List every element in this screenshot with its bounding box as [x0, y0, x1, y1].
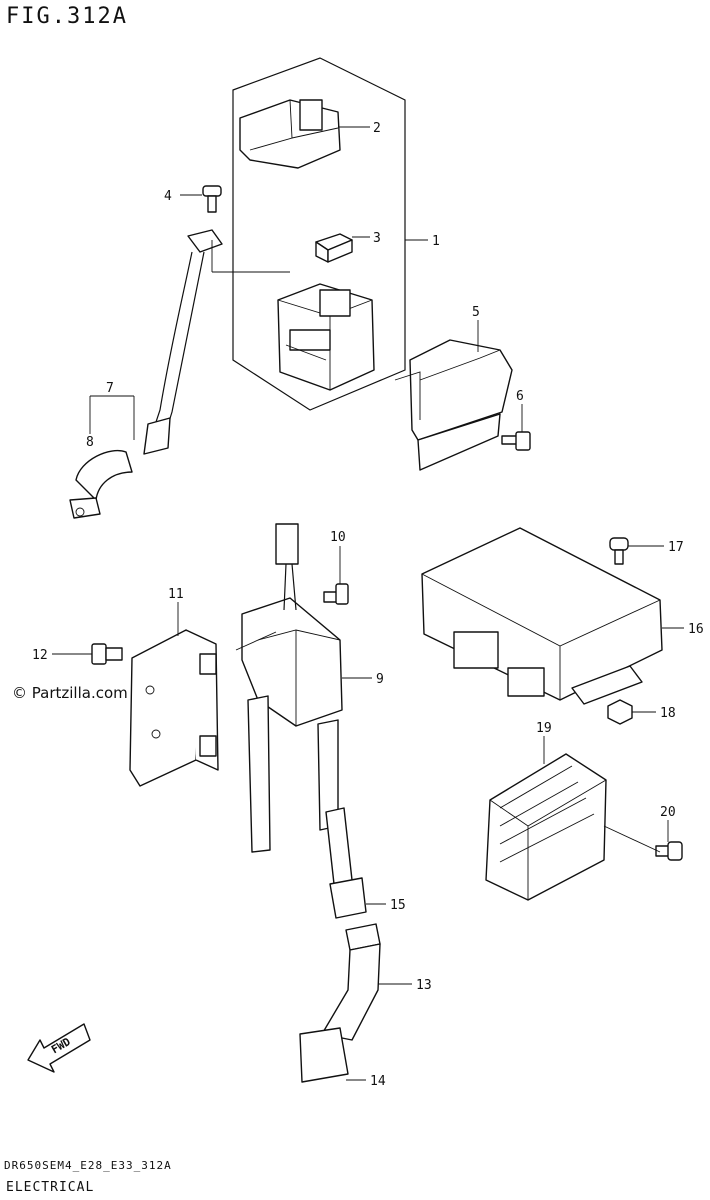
- part-regulator-rectifier: [485, 753, 607, 901]
- leader-lines: [52, 126, 684, 1081]
- callout-9: 9: [376, 672, 384, 687]
- part-bolt-10: [323, 583, 349, 605]
- part-ignition-coil: [241, 523, 353, 885]
- part-relay-cover: [239, 99, 341, 169]
- fwd-arrow: FWD: [27, 1023, 91, 1073]
- part-starter-relay: [277, 283, 375, 391]
- part-plug-cap: [299, 877, 381, 1083]
- callout-labels: 1 2 3 4 5 6 7 8 9 10 11 12 13 14 15 16 1…: [32, 121, 704, 1089]
- assembly-group-outline: [232, 57, 406, 411]
- callout-4: 4: [164, 189, 172, 204]
- callout-17: 17: [668, 540, 684, 555]
- part-bolt-12: [91, 643, 123, 665]
- callout-18: 18: [660, 706, 676, 721]
- watermark: © Partzilla.com: [12, 684, 128, 702]
- callout-14: 14: [370, 1074, 386, 1089]
- part-coil-bracket: [129, 629, 219, 787]
- callout-6: 6: [516, 389, 524, 404]
- part-nut-18: [607, 699, 633, 725]
- figure-title: FIG.312A: [6, 4, 128, 29]
- callout-16: 16: [688, 622, 704, 637]
- callout-12: 12: [32, 648, 48, 663]
- callout-13: 13: [416, 978, 432, 993]
- callout-5: 5: [472, 305, 480, 320]
- callout-10: 10: [330, 530, 346, 545]
- callout-2: 2: [373, 121, 381, 136]
- callout-7: 7: [106, 381, 114, 396]
- part-bolt-6: [501, 431, 531, 451]
- callout-1: 1: [432, 234, 440, 249]
- callout-15: 15: [390, 898, 406, 913]
- part-screw-17: [609, 537, 629, 565]
- callout-20: 20: [660, 805, 676, 820]
- callout-8: 8: [86, 435, 94, 450]
- part-battery-lead: [69, 229, 223, 519]
- callout-3: 3: [373, 231, 381, 246]
- part-bolt-20: [655, 841, 683, 861]
- part-cdi-unit: [421, 527, 663, 705]
- part-relay-bracket: [394, 339, 513, 471]
- callout-11: 11: [168, 587, 184, 602]
- model-code: DR650SEM4_E28_E33_312A: [4, 1159, 172, 1172]
- part-fuse: [315, 233, 353, 263]
- callout-19: 19: [536, 721, 552, 736]
- category-label: ELECTRICAL: [6, 1180, 95, 1195]
- part-screw-4: [202, 185, 222, 213]
